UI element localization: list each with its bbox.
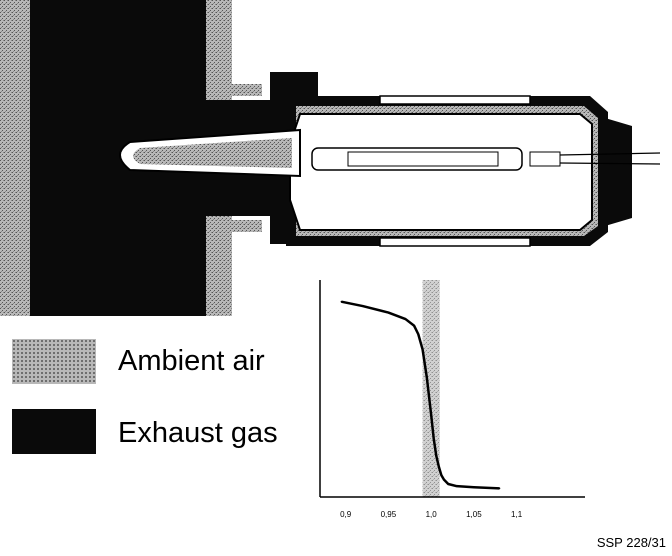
x-tick-label: 0,95 (381, 510, 397, 519)
sensor-housing (286, 95, 632, 247)
x-tick-label: 1,1 (511, 510, 523, 519)
ambient-air-swatch (12, 339, 96, 384)
series-points (340, 300, 501, 490)
ambient-air-label: Ambient air (118, 345, 265, 377)
x-tick-label: 1,05 (466, 510, 482, 519)
x-tick-label: 0,9 (340, 510, 352, 519)
probe-tip (119, 128, 301, 178)
exhaust-gas-swatch (12, 409, 96, 454)
lambda-curve-line (341, 300, 500, 490)
exhaust-gas-label: Exhaust gas (118, 417, 278, 449)
x-tick-labels: 0,9 0,95 1,0 1,05 1,1 (340, 510, 523, 519)
figure-caption: SSP 228/31 (596, 535, 666, 550)
lambda-curve-chart: 0,9 0,95 1,0 1,05 1,1 (319, 280, 585, 519)
pipe-wall-ambient-left (0, 0, 30, 316)
heater-element (311, 147, 661, 171)
x-tick-label: 1,0 (426, 510, 438, 519)
